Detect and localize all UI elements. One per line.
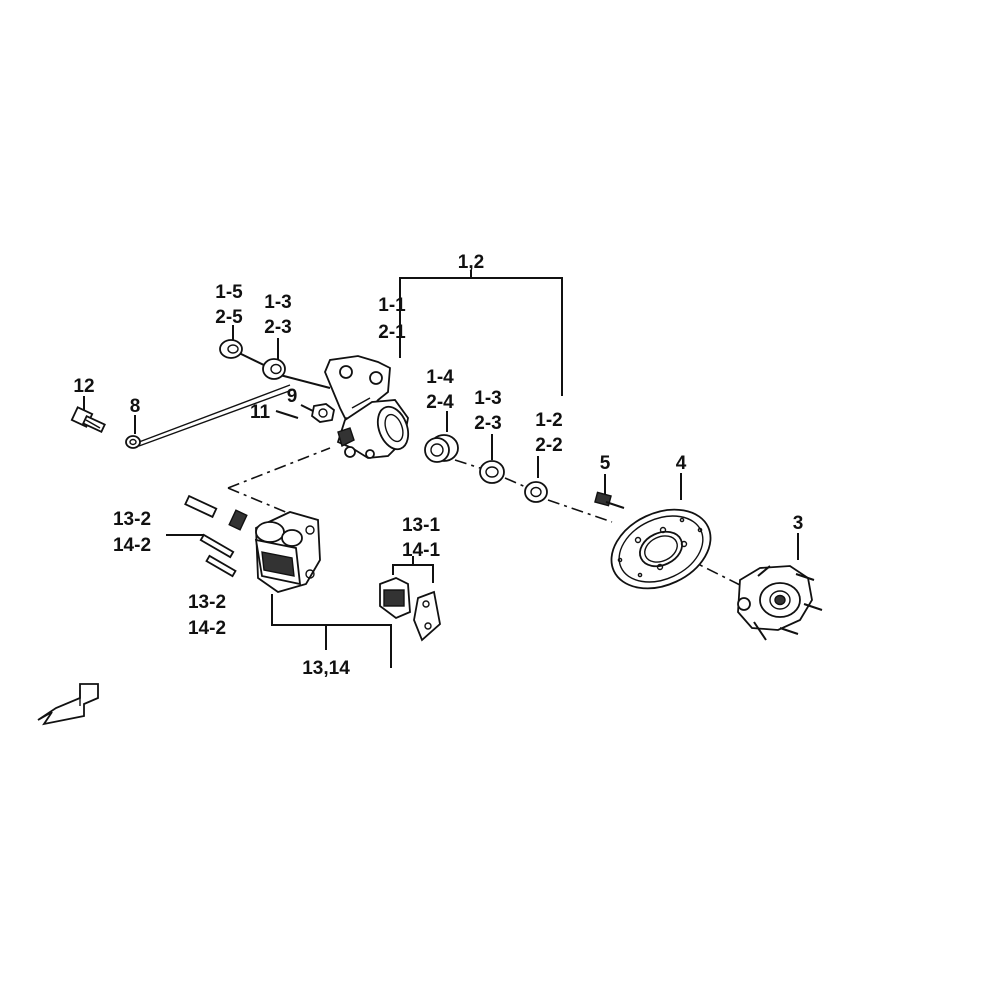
- label-5: 5: [600, 453, 611, 474]
- brake-pads-13-1: [379, 577, 441, 642]
- nut-9: [311, 403, 335, 423]
- label-9: 9: [287, 386, 298, 407]
- bearing-1-3-left: [262, 358, 286, 380]
- bearing-1-4: [424, 434, 459, 463]
- knuckle-housing-1-1: [324, 355, 410, 459]
- label-14-2-bottom: 14-2: [188, 618, 226, 639]
- label-13-2-top: 13-2: [113, 509, 151, 530]
- washer-8: [125, 435, 141, 449]
- front-arrow-icon: [37, 683, 99, 726]
- label-3: 3: [793, 513, 804, 534]
- label-2-1: 2-1: [378, 322, 406, 343]
- leader-lines: [83, 270, 799, 668]
- label-1-2: 1,2: [458, 252, 484, 273]
- label-1-3-right: 1-3: [474, 388, 501, 409]
- label-2-2: 2-2: [535, 435, 562, 456]
- label-2-3-right: 2-3: [474, 413, 501, 434]
- label-14-1: 14-1: [402, 540, 440, 561]
- label-4: 4: [676, 453, 687, 474]
- label-12: 12: [73, 376, 94, 397]
- seal-1-2-right: [524, 481, 548, 503]
- label-1-4: 1-4: [426, 367, 454, 388]
- label-13-14: 13,14: [302, 658, 350, 679]
- caliper-13: [254, 511, 321, 593]
- label-1-3-left: 1-3: [264, 292, 291, 313]
- label-1-1: 1-1: [378, 295, 406, 316]
- bearing-1-3-right: [479, 460, 505, 484]
- seal-1-5: [219, 339, 243, 359]
- label-1-2-right: 1-2: [535, 410, 562, 431]
- slide-pins-13-2: [184, 494, 248, 578]
- brake-disc-4: [610, 508, 712, 590]
- label-13-1: 13-1: [402, 515, 440, 536]
- label-2-3-left: 2-3: [264, 317, 291, 338]
- part-labels: 1,2 1-1 2-1 1-5 2-5 1-3 2-3 12 8 9 11 1-…: [73, 252, 803, 679]
- label-13-2-bottom: 13-2: [188, 592, 226, 613]
- label-1-5: 1-5: [215, 282, 243, 303]
- wheel-hub-3: [737, 565, 823, 641]
- label-2-5: 2-5: [215, 307, 243, 328]
- label-14-2-top: 14-2: [113, 535, 151, 556]
- bolt-5: [594, 491, 625, 509]
- label-2-4: 2-4: [426, 392, 454, 413]
- bolt-12: [70, 406, 106, 434]
- label-11: 11: [250, 402, 271, 423]
- label-8: 8: [130, 396, 141, 417]
